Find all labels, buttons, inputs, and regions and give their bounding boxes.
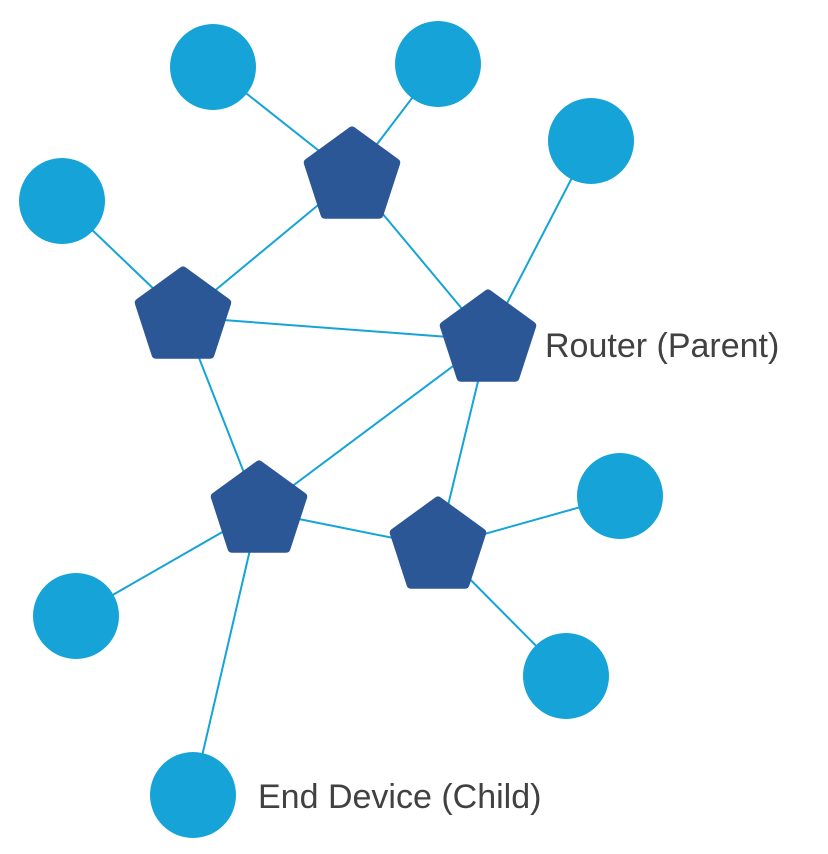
device-top-left-circle-icon xyxy=(170,24,256,110)
device-bottom-left-circle-icon xyxy=(33,573,119,659)
end-device-label: End Device (Child) xyxy=(258,778,541,816)
router-right-pentagon-icon xyxy=(439,289,537,382)
device-bottom-right-circle-icon xyxy=(523,633,609,719)
device-left-circle-icon xyxy=(19,158,105,244)
router-label: Router (Parent) xyxy=(545,327,779,365)
link-router-left--router-right xyxy=(182,316,489,341)
link-router-bottom-left--device-bottom xyxy=(192,510,260,796)
device-top-right-circle-icon xyxy=(548,98,634,184)
link-router-right--router-bottom-left xyxy=(258,339,489,512)
router-top-pentagon-icon xyxy=(303,126,401,219)
router-left-pentagon-icon xyxy=(134,266,232,359)
device-top-center-circle-icon xyxy=(395,21,481,107)
device-right-circle-icon xyxy=(577,453,663,539)
router-bottom-left-pentagon-icon xyxy=(210,460,308,553)
router-bottom-right-pentagon-icon xyxy=(389,496,487,589)
device-bottom-circle-icon xyxy=(150,752,236,838)
